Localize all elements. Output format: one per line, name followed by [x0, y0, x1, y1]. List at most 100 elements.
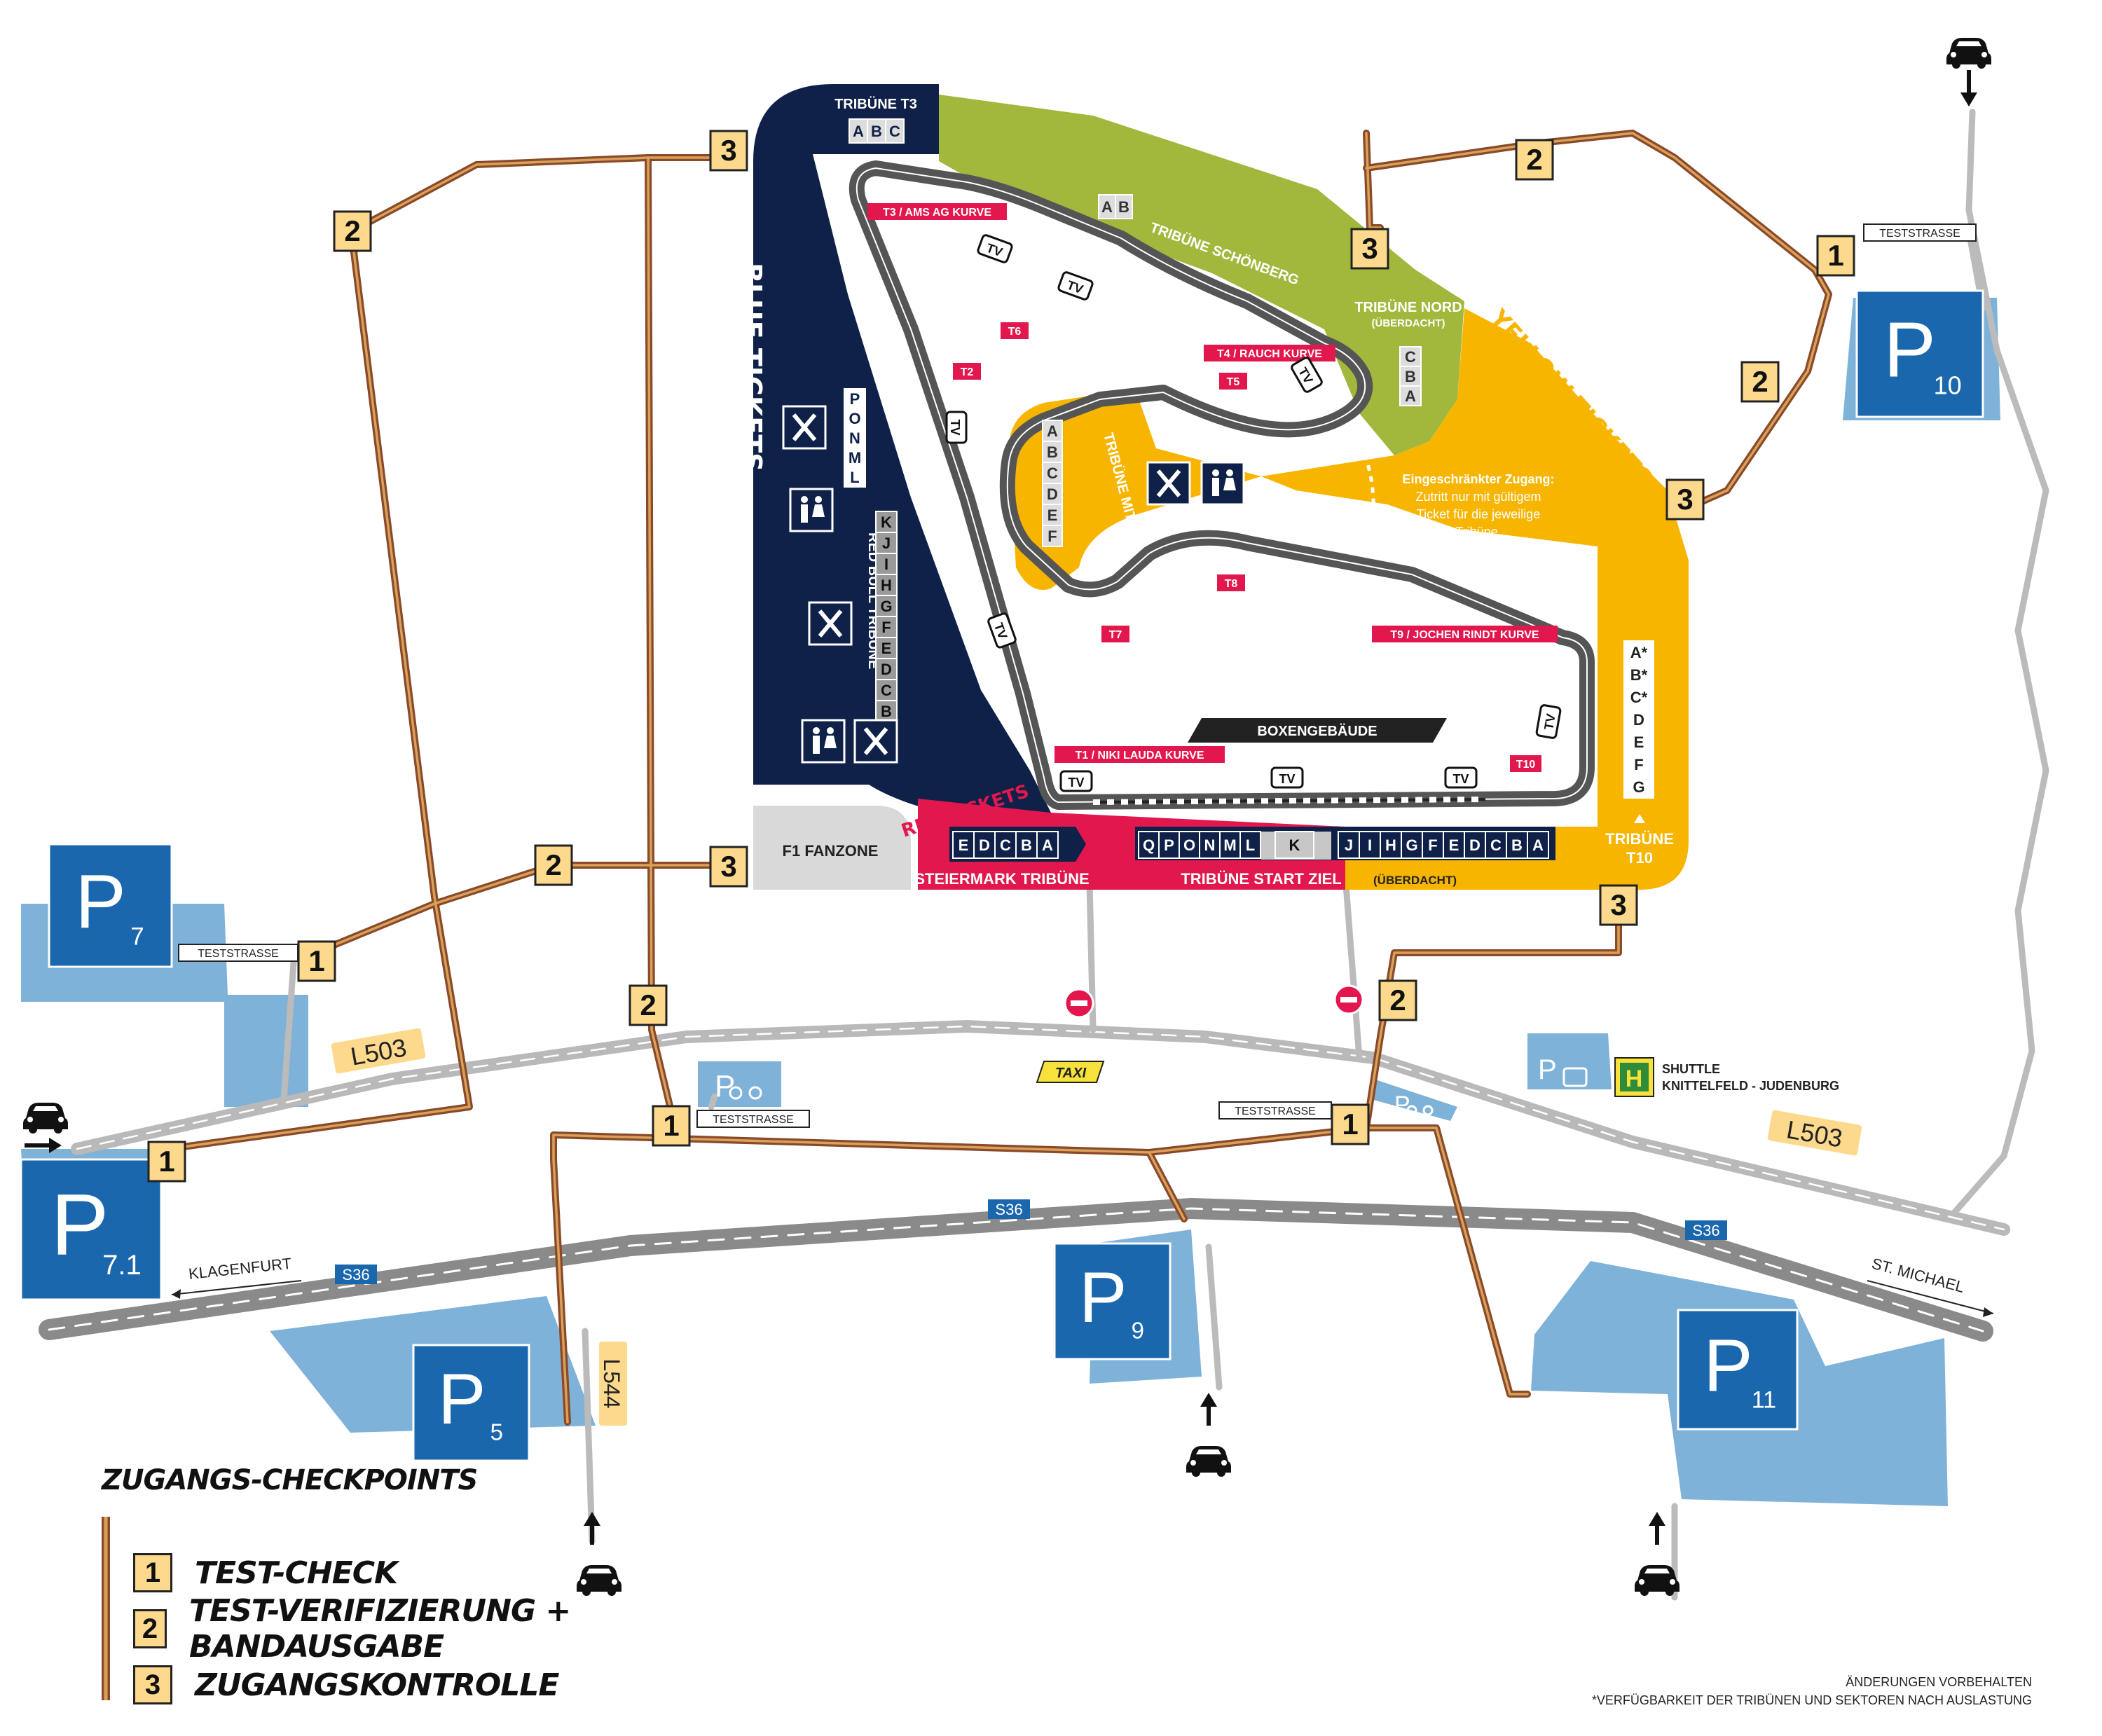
checkpoint-one-3[interactable]: 1: [1816, 235, 1855, 277]
checkpoint-two-8[interactable]: 2: [1378, 979, 1417, 1021]
sector-rb-3[interactable]: H: [875, 574, 898, 596]
sector-t3-2[interactable]: C: [885, 118, 905, 144]
sector-rb-8[interactable]: C: [875, 679, 898, 701]
sector-rb-4-label: G: [880, 598, 892, 615]
sector-sb-0[interactable]: A: [1098, 194, 1116, 219]
sector-stm-0-label: E: [959, 836, 969, 854]
sector-t10-2[interactable]: C*: [1623, 685, 1654, 709]
sector-mitte-2[interactable]: C: [1042, 462, 1063, 484]
sector-sz-r-9[interactable]: A: [1527, 831, 1549, 859]
sector-sz-l-2[interactable]: O: [1179, 831, 1200, 859]
checkpoint-three-13[interactable]: 3: [1350, 228, 1389, 270]
sector-rb-4[interactable]: G: [875, 595, 898, 617]
sector-sz-r-1[interactable]: I: [1359, 831, 1381, 859]
checkpoint-three-11[interactable]: 3: [709, 130, 748, 172]
sector-t10-5[interactable]: F: [1623, 752, 1654, 776]
sector-rb-top-3[interactable]: M: [844, 447, 866, 468]
sector-sz-r-7[interactable]: C: [1485, 831, 1507, 859]
sector-rb-2[interactable]: I: [875, 553, 898, 575]
sector-mitte-1[interactable]: B: [1042, 441, 1063, 463]
sector-sz-l-0[interactable]: Q: [1138, 831, 1160, 859]
checkpoint-two-6[interactable]: 2: [534, 844, 573, 886]
sector-t3-1[interactable]: B: [867, 118, 886, 144]
sector-t3-0[interactable]: A: [849, 118, 868, 144]
sector-rb-top-3-label: M: [849, 449, 861, 467]
checkpoint-one-2[interactable]: 1: [1331, 1103, 1370, 1145]
sector-t10-6[interactable]: G: [1623, 775, 1654, 799]
sector-stm-0[interactable]: E: [952, 831, 975, 859]
turn-t3-label: T3 / AMS AG KURVE: [883, 207, 991, 219]
checkpoint-one-0[interactable]: 1: [297, 940, 336, 982]
sector-rb-top-0[interactable]: P: [844, 388, 866, 409]
sector-sz-r-2[interactable]: H: [1380, 831, 1402, 859]
sector-mitte-4[interactable]: E: [1042, 504, 1063, 526]
sector-rb-1[interactable]: J: [875, 532, 898, 554]
checkpoint-three-14[interactable]: 3: [1665, 478, 1705, 521]
stand-nord[interactable]: TRIBÜNE NORD (ÜBERDACHT) CBA: [1354, 299, 1462, 406]
checkpoint-three-12[interactable]: 3: [709, 846, 748, 888]
sector-t10-0[interactable]: A*: [1623, 640, 1654, 664]
sector-sz-r-6[interactable]: D: [1464, 831, 1486, 859]
sector-stm-2[interactable]: C: [994, 831, 1017, 859]
sector-sz-l-4[interactable]: M: [1219, 831, 1241, 859]
sector-rb-6[interactable]: E: [875, 637, 898, 659]
sector-rb-9[interactable]: B: [875, 700, 898, 722]
sector-stm-3[interactable]: B: [1015, 831, 1038, 859]
sector-nord-0[interactable]: C: [1399, 346, 1422, 367]
sector-mitte-5[interactable]: F: [1042, 525, 1063, 547]
parking-p10[interactable]: P10: [1855, 289, 1984, 418]
sector-sz-r-5[interactable]: E: [1443, 831, 1465, 859]
sector-sz-l-5[interactable]: L: [1239, 831, 1261, 859]
sector-mitte-3[interactable]: D: [1042, 483, 1063, 505]
sector-sz-r-4[interactable]: F: [1422, 831, 1444, 859]
sector-sz-r-3[interactable]: G: [1401, 831, 1423, 859]
sector-nord-2[interactable]: A: [1399, 385, 1422, 406]
sector-sz-r-8[interactable]: B: [1506, 831, 1528, 859]
sector-sz-k[interactable]: K: [1275, 831, 1314, 859]
sector-stm-1[interactable]: D: [973, 831, 996, 859]
sector-nord-1[interactable]: B: [1399, 366, 1422, 387]
sector-rb-top-4[interactable]: L: [844, 467, 866, 488]
checkpoint-two-10[interactable]: 2: [1740, 361, 1780, 403]
parking-p71[interactable]: P7.1: [20, 1158, 163, 1301]
checkpoint-three-15[interactable]: 3: [1599, 884, 1638, 926]
sector-nord-0-label: C: [1405, 348, 1416, 366]
svg-text:TV: TV: [1452, 772, 1469, 786]
sector-sz-r-0[interactable]: J: [1338, 831, 1360, 859]
checkpoint-two-7[interactable]: 2: [628, 984, 668, 1026]
sector-t10-1[interactable]: B*: [1623, 663, 1654, 687]
checkpoint-two-9[interactable]: 2: [1515, 139, 1554, 181]
turn-t4-label: T4 / RAUCH KURVE: [1217, 348, 1322, 360]
checkpoint-two-5[interactable]: 2: [333, 210, 372, 252]
sector-mitte-5-label: F: [1047, 528, 1057, 545]
l503-label-west: L503: [348, 1033, 408, 1070]
checkpoints[interactable]: 1 1 1 1 1 2 2 2 2 2 2 3 3 3 3 3: [147, 130, 1855, 1183]
sector-rb-5[interactable]: F: [875, 616, 898, 638]
svg-text:P: P: [1538, 1054, 1557, 1085]
sector-sz-l-3[interactable]: N: [1199, 831, 1221, 859]
sector-t10-3[interactable]: D: [1623, 708, 1654, 731]
checkpoint-one-1[interactable]: 1: [652, 1105, 691, 1147]
checkpoint-one-4[interactable]: 1: [147, 1141, 186, 1183]
parking-p11[interactable]: P11: [1677, 1309, 1799, 1431]
sector-stm-4[interactable]: A: [1036, 831, 1059, 859]
sector-rb-top-1[interactable]: O: [844, 408, 866, 429]
restroom-icon: [801, 719, 846, 764]
sector-rb-7[interactable]: D: [875, 658, 898, 680]
pit-building: BOXENGEBÄUDE: [1188, 718, 1447, 743]
sector-sz-l-1[interactable]: P: [1158, 831, 1180, 859]
sector-mitte-0[interactable]: A: [1042, 420, 1063, 442]
sector-rb-0[interactable]: K: [875, 511, 898, 533]
sector-rb-top-2[interactable]: N: [844, 427, 866, 448]
sector-t10-4[interactable]: E: [1623, 730, 1654, 754]
sector-sb-1[interactable]: B: [1115, 194, 1133, 219]
